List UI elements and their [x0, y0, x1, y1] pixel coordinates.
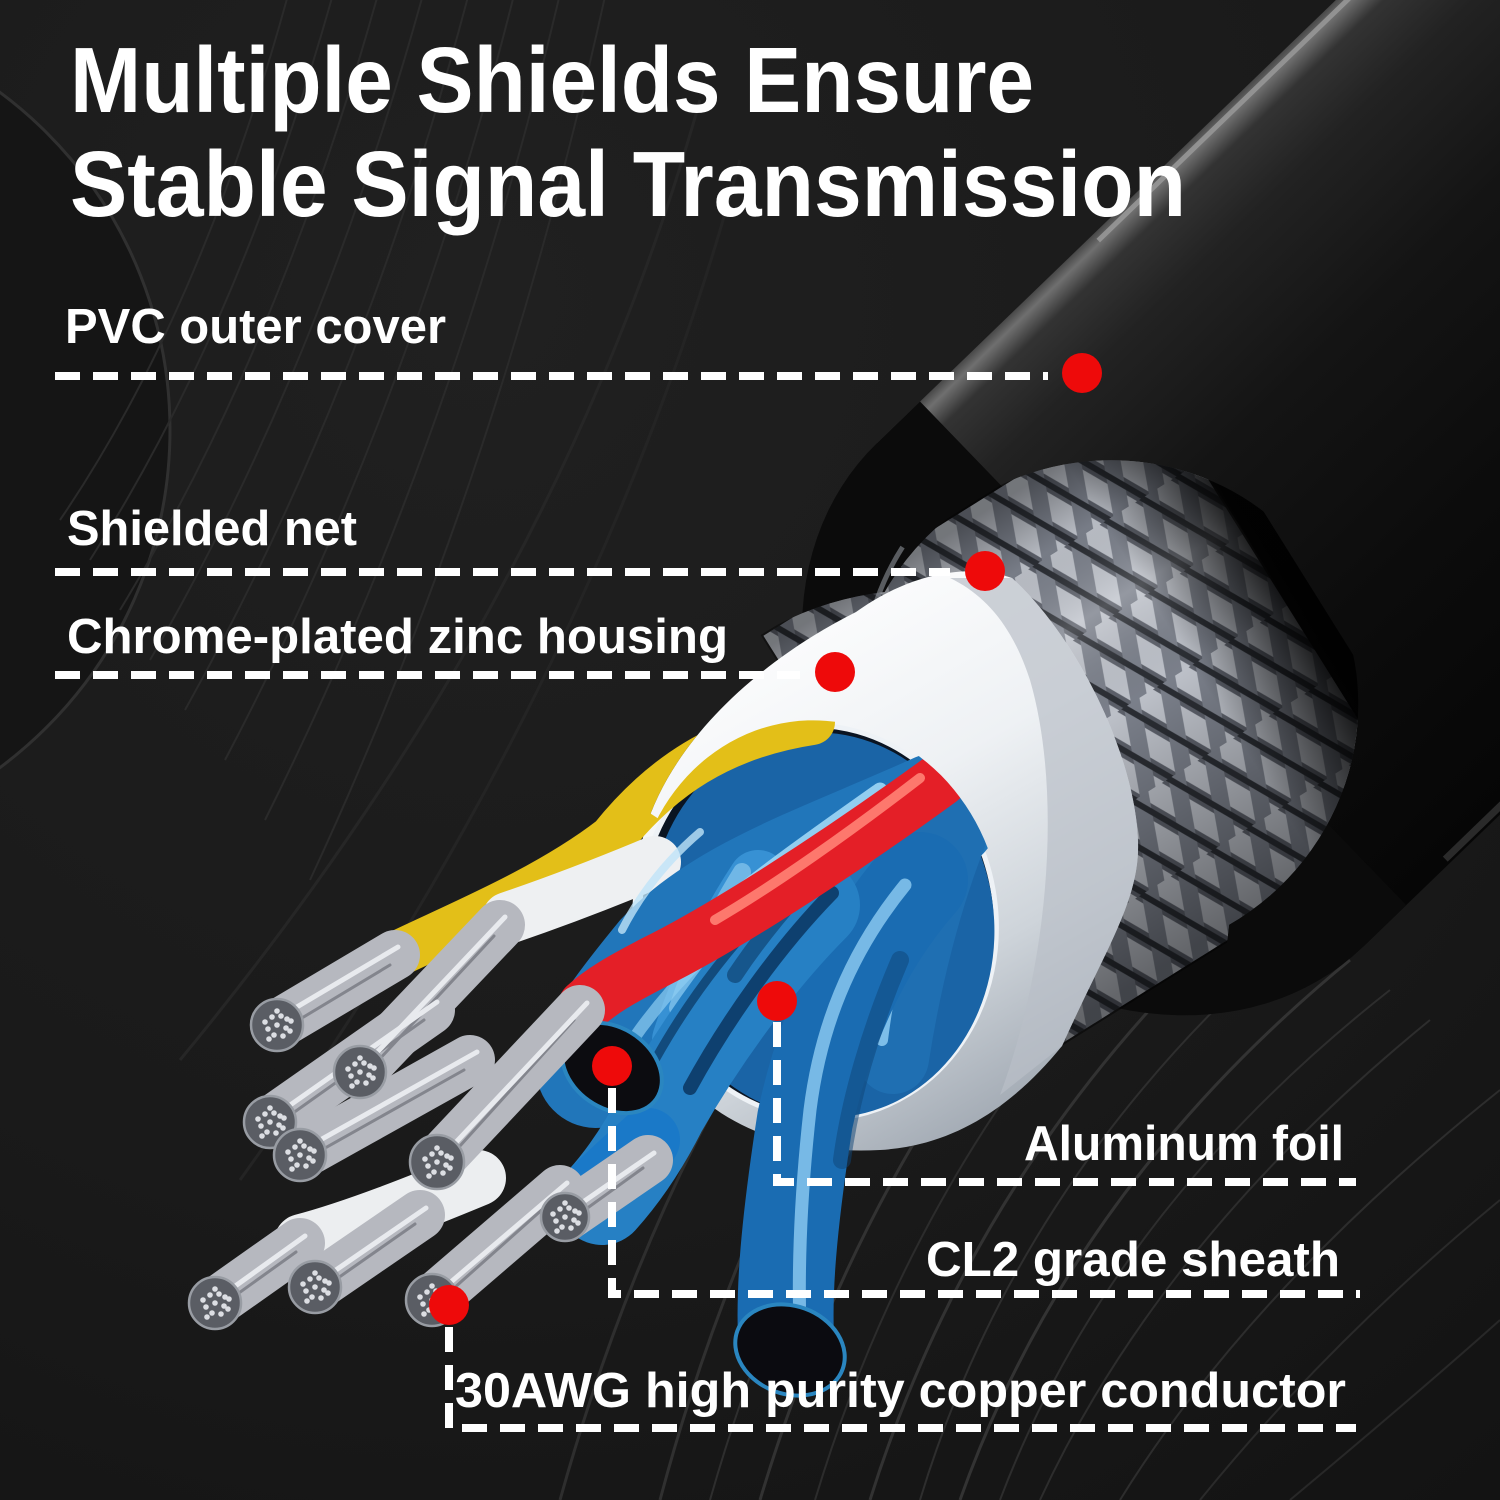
- svg-text:Chrome-plated zinc housing: Chrome-plated zinc housing: [67, 610, 728, 664]
- svg-text:CL2 grade sheath: CL2 grade sheath: [926, 1233, 1340, 1287]
- svg-text:30AWG high purity copper condu: 30AWG high purity copper conductor: [455, 1364, 1346, 1418]
- svg-text:Shielded net: Shielded net: [67, 502, 357, 556]
- svg-text:Multiple Shields Ensure: Multiple Shields Ensure: [70, 28, 1034, 132]
- svg-text:Aluminum foil: Aluminum foil: [1024, 1117, 1344, 1171]
- svg-text:Stable Signal Transmission: Stable Signal Transmission: [70, 132, 1186, 236]
- svg-text:PVC outer cover: PVC outer cover: [65, 300, 446, 354]
